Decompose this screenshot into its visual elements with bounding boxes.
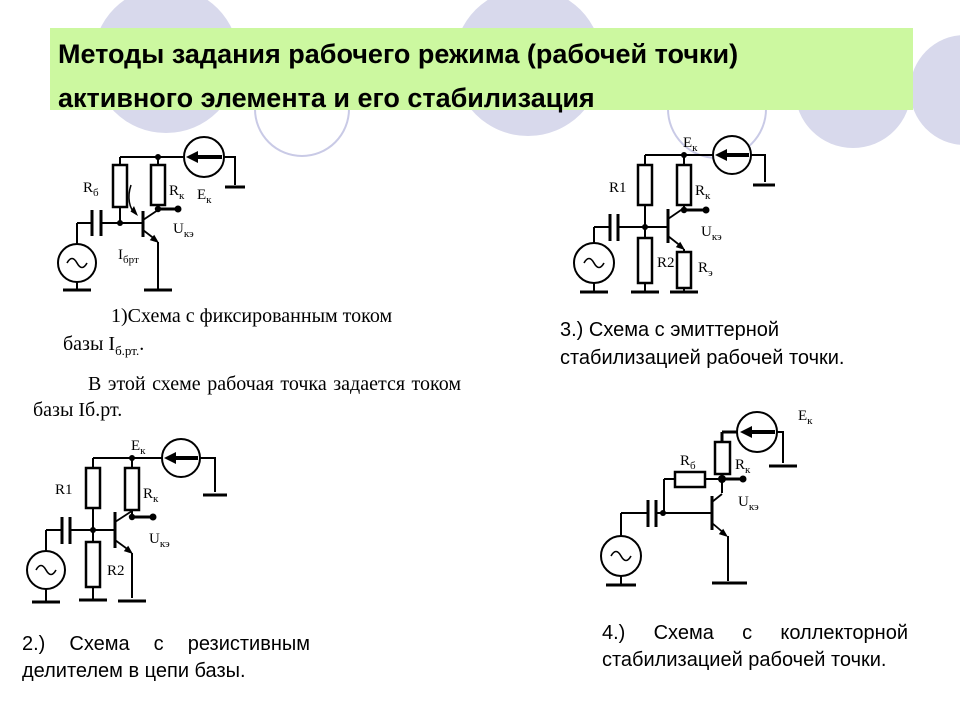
resistor-r2 (636, 236, 654, 285)
caption-3-line2: стабилизацией рабочей точки. (560, 347, 845, 369)
label-rk: Rк (735, 457, 751, 476)
label-re: Rэ (698, 260, 713, 279)
caption-1-body-line1: В этой схеме рабочая точка задается токо… (88, 373, 461, 395)
resistor-rk (123, 466, 141, 512)
ground (580, 183, 775, 294)
label-uke: Uкэ (149, 531, 170, 550)
caption-1-heading-line1: 1)Схема с фиксированным током (111, 305, 393, 327)
capacitor (60, 517, 72, 544)
label-ek: Ек (131, 438, 146, 457)
circuit-1-schematic: Rб Rк Ек Uкэ Iбрт (57, 136, 245, 292)
caption-2-line2: делителем в цепи базы. (22, 660, 246, 682)
transistor (666, 209, 685, 250)
label-rk: Rк (695, 183, 711, 202)
caption-1-heading-line2: базы Iб.рт.. (63, 333, 145, 358)
ac-source (573, 242, 615, 284)
label-r1: R1 (55, 482, 73, 498)
circuit-3-schematic: R1 Rк Ек Uкэ R2 Rэ (573, 135, 775, 294)
resistor-rb (673, 470, 707, 489)
capacitor (90, 210, 103, 236)
transistor (141, 211, 159, 243)
label-ek: Ек (798, 408, 813, 427)
slide-title-line2: активного элемента и его стабилизация (58, 83, 595, 113)
label-r2: R2 (657, 255, 675, 271)
resistor-rk (713, 440, 732, 476)
resistor-rk (149, 163, 167, 207)
label-uke: Uкэ (738, 494, 759, 513)
circuit-1-wires (76, 156, 236, 290)
ac-source (57, 243, 97, 283)
label-r1: R1 (609, 180, 627, 196)
caption-2-line1: 2.) Схема с резистивным (22, 633, 310, 655)
capacitor (646, 500, 658, 527)
caption-1-body-line2: базы Iб.рт. (33, 399, 123, 421)
label-rb: Rб (680, 453, 696, 472)
ground (63, 185, 245, 292)
resistor-re (675, 250, 693, 290)
transistor (710, 496, 728, 537)
ground (32, 493, 227, 604)
label-rb: Rб (83, 180, 99, 199)
label-ek: Ек (683, 135, 698, 154)
caption-circuit-2: 2.) Схема с резистивным делителем в цепи… (22, 631, 310, 685)
subscript: б.рт. (115, 343, 140, 358)
supply-source-symbol (712, 135, 752, 175)
supply-source-symbol (736, 411, 778, 453)
caption-4-line2: стабилизацией рабочей точки. (602, 649, 887, 671)
circuit-4-schematic: Rб Rк Ек Uкэ (600, 408, 813, 587)
capacitor (608, 214, 620, 241)
label-uke: Uкэ (173, 221, 194, 240)
label-r2: R2 (107, 563, 125, 579)
label-ek: Ек (197, 187, 212, 206)
label-uke: Uкэ (701, 224, 722, 243)
base-current-arrow (130, 206, 138, 216)
slide-title-line1: Методы задания рабочего режима (рабочей … (58, 39, 739, 69)
resistor-rb (111, 163, 129, 209)
ac-source (600, 535, 642, 577)
ac-source (26, 550, 66, 590)
resistor-r1 (636, 163, 654, 207)
caption-circuit-3: 3.) Схема с эмиттерной стабилизацией раб… (560, 316, 920, 372)
resistor-r1 (84, 466, 102, 510)
supply-source-symbol (183, 136, 225, 178)
supply-source-symbol (161, 438, 201, 478)
label-ibrt: Iбрт (118, 247, 139, 266)
resistor-r2 (84, 540, 102, 589)
caption-3-line1: 3.) Схема с эмиттерной (560, 319, 780, 341)
transistor (113, 512, 133, 554)
label-rk: Rк (169, 183, 185, 202)
caption-circuit-1: 1)Схема с фиксированным током базы Iб.рт… (33, 304, 461, 423)
caption-4-line1: 4.) Схема с коллекторной (602, 622, 908, 644)
slide-title: Методы задания рабочего режима (рабочей … (50, 28, 913, 113)
circuit-2-schematic: R1 Rк Ек Uкэ R2 (26, 438, 227, 604)
resistor-rk (675, 163, 693, 207)
ground (606, 464, 797, 587)
label-rk: Rк (143, 486, 159, 505)
caption-circuit-4: 4.) Схема с коллекторной стабилизацией р… (602, 620, 908, 674)
